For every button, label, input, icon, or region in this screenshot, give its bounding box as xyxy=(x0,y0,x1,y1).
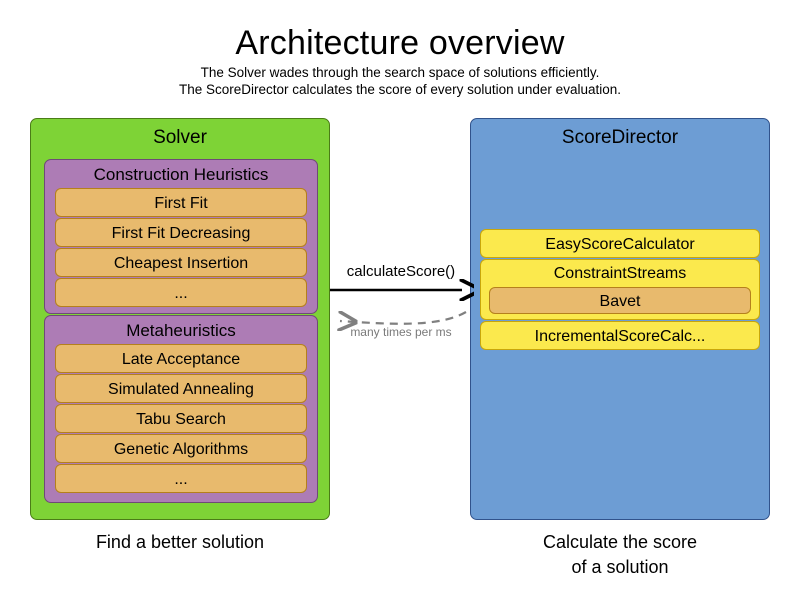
list-item-bavet: Bavet xyxy=(489,287,751,314)
scoredirector-panel-title: ScoreDirector xyxy=(561,127,679,148)
page-title: Architecture overview xyxy=(235,24,565,62)
caption-scoredirector-line-1: Calculate the score xyxy=(542,532,698,552)
list-item: Genetic Algorithms xyxy=(55,434,307,463)
group-title-metaheuristics: Metaheuristics xyxy=(126,321,236,340)
list-item: Simulated Annealing xyxy=(55,374,307,403)
list-item: Cheapest Insertion xyxy=(55,248,307,277)
list-item: Late Acceptance xyxy=(55,344,307,373)
score-calculator-list: EasyScoreCalculator ConstraintStreams Ba… xyxy=(480,229,760,351)
list-item-incremental-score-calculator: IncrementalScoreCalc... xyxy=(480,321,760,350)
arrow-group: calculateScore() many times per ms xyxy=(328,262,474,354)
subtitle-line-2: The ScoreDirector calculates the score o… xyxy=(179,82,621,97)
list-item: First Fit Decreasing xyxy=(55,218,307,247)
list-item: ... xyxy=(55,464,307,493)
list-item: ... xyxy=(55,278,307,307)
subtitle-line-1: The Solver wades through the search spac… xyxy=(200,65,600,80)
list-item-easy-score-calculator: EasyScoreCalculator xyxy=(480,229,760,258)
caption-solver: Find a better solution xyxy=(95,532,265,552)
list-item: Tabu Search xyxy=(55,404,307,433)
solver-panel: Solver Construction Heuristics First Fit… xyxy=(30,118,330,520)
arrow-label-many-times-per-ms: many times per ms xyxy=(350,325,452,339)
metaheuristics-item-list: Late Acceptance Simulated Annealing Tabu… xyxy=(55,344,307,494)
caption-scoredirector: Calculate the score of a solution xyxy=(470,530,770,580)
group-metaheuristics: Metaheuristics Late Acceptance Simulated… xyxy=(44,315,318,503)
arrow-many-times-per-ms xyxy=(340,312,467,324)
diagram-header: Architecture overview The Solver wades t… xyxy=(0,22,800,98)
arrow-lines xyxy=(330,262,474,354)
group-title-constraint-streams: ConstraintStreams xyxy=(553,265,687,282)
group-title-construction-heuristics: Construction Heuristics xyxy=(93,165,269,184)
scoredirector-panel: ScoreDirector EasyScoreCalculator Constr… xyxy=(470,118,770,520)
group-construction-heuristics: Construction Heuristics First Fit First … xyxy=(44,159,318,314)
list-item: First Fit xyxy=(55,188,307,217)
caption-scoredirector-line-2: of a solution xyxy=(571,557,669,577)
solver-panel-title: Solver xyxy=(153,127,207,148)
group-constraint-streams: ConstraintStreams Bavet xyxy=(480,259,760,320)
arrow-label-calculate-score: calculateScore() xyxy=(346,263,456,280)
construction-heuristics-item-list: First Fit First Fit Decreasing Cheapest … xyxy=(55,188,307,308)
